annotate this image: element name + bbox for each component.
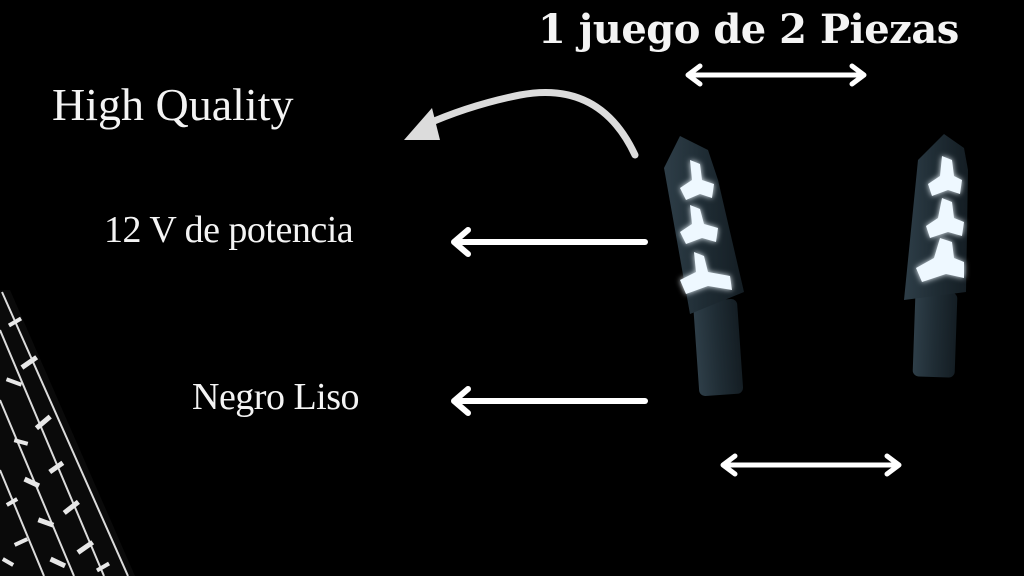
feature-voltage-label: 12 V de potencia [104,209,354,251]
feature-color-label: Negro Liso [192,376,360,418]
double-arrow-icon [720,453,902,477]
left-arrow-icon [451,227,648,257]
double-arrow-icon [685,63,867,87]
led-light-left [664,136,744,397]
pieces-heading: 1 juego de 2 Piezas [538,6,959,53]
led-light-right [904,134,968,378]
feature-quality-label: High Quality [52,79,294,130]
curved-arrow-icon [404,89,639,159]
left-arrow-icon [451,386,648,416]
